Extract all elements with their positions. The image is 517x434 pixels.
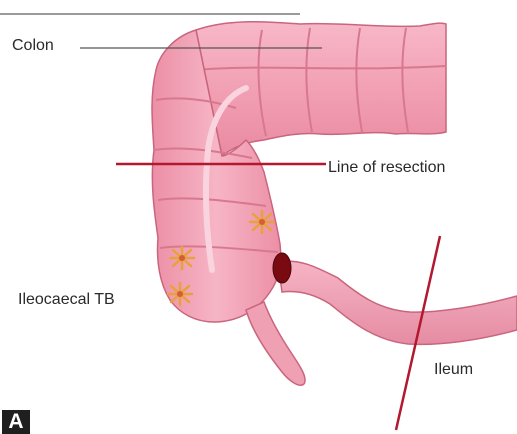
tb-lesion-upper <box>250 211 274 233</box>
tb-lesion-lower <box>168 283 192 305</box>
label-ileum: Ileum <box>434 362 473 378</box>
label-ileocaecal-tb: Ileocaecal TB <box>18 292 115 308</box>
appendix <box>246 302 305 385</box>
tb-lesion-middle <box>170 247 194 269</box>
ileocaecal-opening <box>273 253 291 283</box>
transverse-colon <box>196 22 446 156</box>
panel-letter-badge: A <box>2 410 30 434</box>
label-line-of-resection: Line of resection <box>328 160 445 176</box>
ileum-tube <box>278 261 517 344</box>
label-colon: Colon <box>12 38 54 54</box>
